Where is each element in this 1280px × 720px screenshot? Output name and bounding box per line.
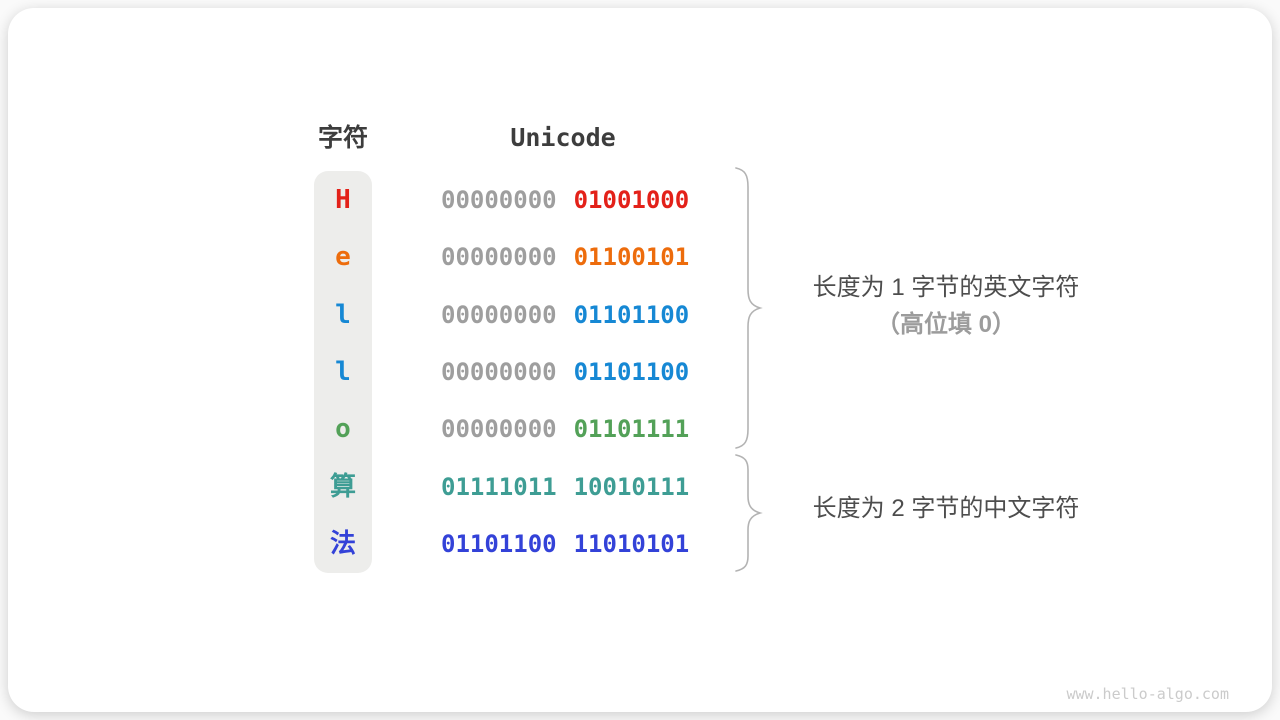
encoding-row-h: H 00000000 01001000: [8, 171, 1272, 228]
annotation-english-chars: 长度为 1 字节的英文字符 （高位填 0）: [774, 273, 1118, 340]
character-cell: e: [335, 242, 351, 273]
character-cell: 法: [329, 529, 356, 560]
binary-high-byte: 00000000: [441, 300, 557, 329]
unicode-binary: 00000000 01100101: [441, 245, 689, 269]
binary-low-byte: 01101100: [573, 300, 690, 329]
annotation-chinese-chars: 长度为 2 字节的中文字符: [774, 494, 1118, 524]
unicode-binary: 00000000 01101100: [441, 360, 689, 384]
encoding-row-fa: 法 01101100 11010101: [8, 516, 1272, 573]
binary-high-byte: 01111011: [441, 472, 557, 501]
encoding-row-suan: 算 01111011 10010111: [8, 458, 1272, 515]
unicode-binary: 01101100 11010101: [441, 532, 689, 556]
encoding-row-o: o 00000000 01101111: [8, 401, 1272, 458]
binary-low-byte: 11010101: [573, 530, 690, 559]
binary-high-byte: 00000000: [441, 415, 557, 444]
unicode-binary: 00000000 01001000: [441, 188, 689, 212]
character-column-background: [314, 171, 372, 573]
figure-card: 字符 Unicode H 00000000 01001000 e 00000000…: [8, 8, 1272, 712]
character-cell: H: [335, 184, 351, 215]
encoding-row-l2: l 00000000 01101100: [8, 343, 1272, 400]
binary-high-byte: 01101100: [441, 530, 557, 559]
binary-high-byte: 00000000: [441, 185, 557, 214]
binary-low-byte: 10010111: [573, 472, 690, 501]
annotation-line-main: 长度为 1 字节的英文字符: [812, 274, 1080, 301]
character-cell: 算: [329, 471, 356, 502]
encoding-row-l1: l 00000000 01101100: [8, 286, 1272, 343]
binary-low-byte: 01100101: [573, 243, 690, 272]
curly-brace-english-group: [735, 167, 763, 449]
column-header-unicode: Unicode: [510, 123, 616, 152]
encoding-row-e: e 00000000 01100101: [8, 228, 1272, 285]
unicode-binary: 00000000 01101111: [441, 417, 689, 441]
binary-low-byte: 01101100: [573, 357, 690, 386]
binary-high-byte: 00000000: [441, 357, 557, 386]
character-cell: l: [335, 356, 351, 387]
annotation-line-sub: （高位填 0）: [875, 311, 1016, 338]
unicode-binary: 01111011 10010111: [441, 475, 689, 499]
unicode-binary: 00000000 01101100: [441, 303, 689, 327]
encoding-table: H 00000000 01001000 e 00000000 01100101 l …: [8, 171, 1272, 573]
curly-brace-chinese-group: [735, 454, 763, 572]
binary-high-byte: 00000000: [441, 243, 557, 272]
binary-low-byte: 01101111: [573, 415, 690, 444]
column-header-character: 字符: [317, 124, 368, 152]
annotation-line-main: 长度为 2 字节的中文字符: [812, 495, 1080, 522]
character-cell: l: [335, 299, 351, 330]
site-watermark: www.hello-algo.com: [1066, 685, 1229, 703]
binary-low-byte: 01001000: [573, 185, 690, 214]
character-cell: o: [335, 414, 351, 445]
